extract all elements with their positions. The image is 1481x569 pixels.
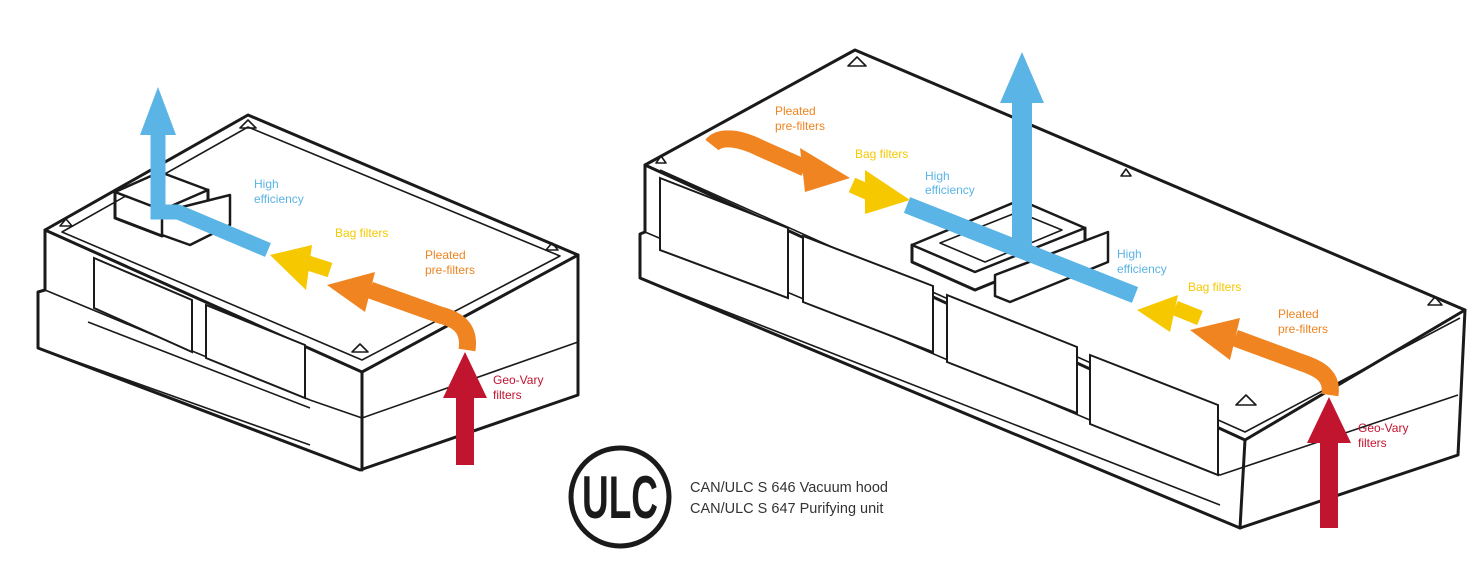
right-label-high-top-2: efficiency: [925, 183, 975, 197]
right-label-high-2: efficiency: [1117, 262, 1167, 276]
left-arrow-geo-head: [443, 352, 487, 398]
left-label-pleated-1: Pleated: [425, 248, 466, 262]
right-label-geo-1: Geo-Vary: [1358, 421, 1408, 435]
left-unit-top-rim: [61, 126, 561, 361]
right-arrow-high-efficiency-shaft: [1012, 100, 1032, 245]
right-arrow-high-efficiency-band: [903, 197, 1139, 303]
right-arrow-bag-bottom-head: [1137, 295, 1178, 332]
right-bracket-1: [847, 56, 867, 67]
certification-line-2: CAN/ULC S 647 Purifying unit: [690, 501, 883, 517]
right-duct-inner: [939, 211, 1063, 263]
right-arrow-pleated-bottom-head: [1190, 318, 1240, 360]
right-label-bag: Bag filters: [1188, 280, 1241, 294]
left-panel-2: [205, 303, 306, 400]
right-arrow-pleated-top-head: [800, 148, 850, 192]
left-arrow-high-efficiency-head: [140, 87, 176, 135]
right-label-pleated-top-2: pre-filters: [775, 119, 825, 133]
ulc-logo-icon: ULC: [568, 445, 672, 549]
right-unit: Pleated pre-filters Bag filters High eff…: [638, 48, 1467, 530]
right-label-bag-top: Bag filters: [855, 147, 908, 161]
right-arrow-high-efficiency-head: [1000, 52, 1044, 103]
right-bracket-4: [1235, 394, 1257, 406]
right-bracket-3: [1427, 296, 1443, 306]
right-arrow-pleated-top: [705, 130, 809, 176]
left-arrow-pleated: [367, 281, 476, 352]
left-panel-rail: [87, 321, 311, 409]
right-arrow-geo-shaft: [1320, 440, 1338, 528]
right-label-pleated-top-1: Pleated: [775, 104, 816, 118]
right-label-high-top-1: High: [925, 169, 950, 183]
left-panel-1: [93, 256, 193, 354]
right-unit-front-edge: [1238, 438, 1247, 530]
left-arrow-high-efficiency: [150, 135, 271, 257]
right-duct-side: [910, 226, 1087, 292]
ulc-logo-text: ULC: [582, 464, 658, 531]
left-label-pleated-2: pre-filters: [425, 263, 475, 277]
right-label-pleated-2: pre-filters: [1278, 322, 1328, 336]
right-panel-2: [802, 234, 934, 354]
left-unit: High efficiency Bag filters Pleated pre-…: [36, 87, 580, 472]
left-label-high-1: High: [254, 177, 279, 191]
right-arrow-bag-bottom: [1172, 301, 1203, 325]
right-arrow-pleated-bottom: [1232, 330, 1339, 397]
right-panel-1: [659, 176, 789, 300]
left-arrow-bag-head: [270, 245, 312, 290]
left-unit-inner-line: [44, 229, 363, 373]
left-label-geo-2: filters: [493, 388, 522, 402]
left-label-geo-1: Geo-Vary: [493, 373, 543, 387]
right-bracket-5: [655, 155, 667, 164]
right-label-high-1: High: [1117, 247, 1142, 261]
left-unit-bottom-ledge: [37, 347, 311, 446]
right-label-geo-2: filters: [1358, 436, 1387, 450]
certification-line-1: CAN/ULC S 646 Vacuum hood: [690, 480, 888, 496]
right-bracket-2: [1120, 168, 1132, 177]
left-bracket-4: [351, 343, 369, 353]
left-bracket-2: [59, 218, 73, 227]
left-bracket-3: [545, 242, 559, 251]
right-panel-3: [946, 293, 1078, 415]
right-unit-bottom-ledge: [639, 277, 1221, 506]
right-arrow-geo-head: [1307, 397, 1351, 443]
right-label-pleated-1: Pleated: [1278, 307, 1319, 321]
left-arrow-geo-shaft: [456, 395, 474, 465]
left-label-high-2: efficiency: [254, 192, 304, 206]
right-panel-4: [1089, 353, 1219, 477]
right-arrow-bag-top-head: [865, 170, 910, 214]
left-arrow-pleated-head: [327, 272, 375, 312]
left-bracket-1: [239, 119, 257, 129]
left-label-bag: Bag filters: [335, 226, 388, 240]
